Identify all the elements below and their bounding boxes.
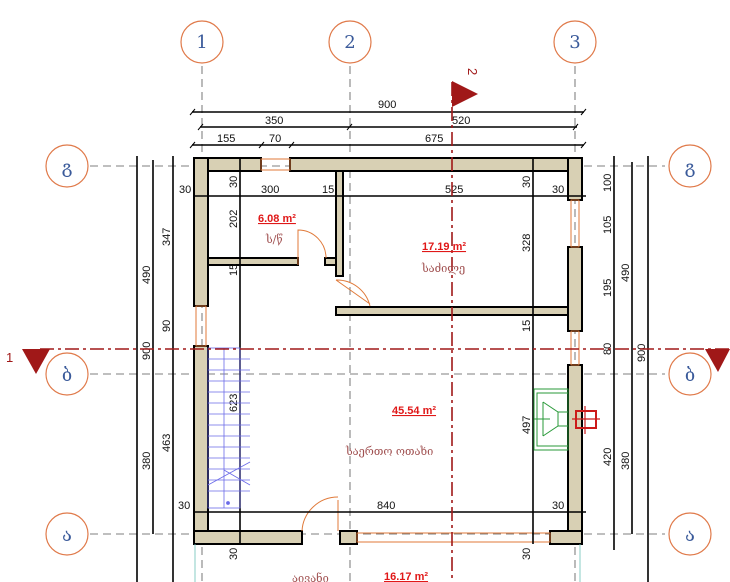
dim-left-total: 900	[141, 342, 153, 360]
fireplace	[533, 388, 569, 451]
room-name-bedroom: საძილე	[421, 262, 465, 275]
room-name-balcony: აივანი	[292, 572, 329, 582]
svg-text:ბ: ბ	[685, 365, 695, 386]
dim-top-seg-3: 675	[425, 133, 443, 145]
dim-int-30d: 30	[552, 184, 564, 196]
dim-int-15c: 15	[521, 320, 533, 332]
dim-int-30e: 30	[178, 500, 190, 512]
openings	[195, 158, 580, 543]
dim-right-100: 100	[602, 174, 614, 192]
dim-int-30h: 30	[521, 548, 533, 560]
chimney	[572, 406, 600, 434]
svg-text:3: 3	[569, 32, 580, 53]
left-dimensions	[136, 156, 174, 582]
dim-left-347: 347	[161, 228, 173, 246]
grid-bubble-2: 2	[328, 20, 372, 64]
svg-text:1: 1	[196, 32, 207, 53]
dim-right-105: 105	[602, 216, 614, 234]
dim-top-overall: 900	[378, 99, 396, 111]
dim-top-left-span: 350	[265, 115, 283, 127]
grid-bubble-g-left: გ	[45, 144, 89, 188]
svg-text:გ: გ	[685, 157, 696, 178]
section-label-1: 1	[6, 350, 13, 365]
svg-text:ა: ა	[685, 525, 695, 546]
dim-left-upper: 490	[141, 266, 153, 284]
top-dimensions	[192, 111, 584, 146]
room-name-living: საერთო ოთახი	[345, 445, 433, 458]
grid-bubble-b-left: ბ	[45, 352, 89, 396]
grid-bubble-1: 1	[180, 20, 224, 64]
dim-int-202: 202	[228, 210, 240, 228]
dim-int-15: 15	[322, 184, 334, 196]
room-area-bedroom: 17.19 m²	[422, 241, 466, 253]
dim-int-15b: 15	[228, 264, 240, 276]
grid-bubble-g-right: გ	[668, 144, 712, 188]
dim-right-lower: 380	[620, 452, 632, 470]
svg-text:2: 2	[344, 32, 355, 53]
dim-int-30c: 30	[521, 176, 533, 188]
top-dimension-ticks	[189, 108, 587, 149]
dim-int-840: 840	[377, 500, 395, 512]
room-name-bathroom: ს/წ	[265, 233, 283, 246]
dim-top-seg-1: 155	[217, 133, 235, 145]
right-dimensions	[613, 156, 649, 582]
room-area-living: 45.54 m²	[392, 405, 436, 417]
walls	[193, 157, 583, 545]
dim-int-30b: 30	[228, 176, 240, 188]
dim-int-30f: 30	[552, 500, 564, 512]
room-area-balcony: 16.17 m²	[384, 571, 428, 582]
staircase	[207, 347, 251, 509]
svg-text:გ: გ	[62, 157, 73, 178]
dim-int-328: 328	[521, 234, 533, 252]
grid-bubble-3: 3	[553, 20, 597, 64]
grid-bubble-a-right: ა	[668, 512, 712, 556]
grid-bubble-a-left: ა	[45, 512, 89, 556]
dim-left-lower: 380	[141, 452, 153, 470]
dim-top-seg-2: 70	[269, 133, 281, 145]
dim-int-497: 497	[521, 416, 533, 434]
balcony-edge	[194, 544, 581, 582]
dim-left-463: 463	[161, 434, 173, 452]
dim-int-300: 300	[261, 184, 279, 196]
dim-int-30a: 30	[179, 184, 191, 196]
svg-text:ბ: ბ	[62, 365, 72, 386]
grid-bubble-b-right: ბ	[668, 352, 712, 396]
room-area-bathroom: 6.08 m²	[258, 213, 296, 225]
dim-int-30g: 30	[228, 548, 240, 560]
interior-dimension-lines	[194, 158, 586, 544]
dim-right-420: 420	[602, 448, 614, 466]
section-label-2: 2	[465, 68, 480, 75]
dim-left-90: 90	[161, 320, 173, 332]
dim-top-right-span: 520	[452, 115, 470, 127]
section-line-2: 2	[451, 68, 480, 582]
dim-right-total: 900	[636, 344, 648, 362]
svg-text:ა: ა	[62, 525, 72, 546]
dim-int-525: 525	[445, 184, 463, 196]
dim-right-upper: 490	[620, 264, 632, 282]
dim-right-195: 195	[602, 279, 614, 297]
section-line-1: 1	[6, 348, 730, 374]
